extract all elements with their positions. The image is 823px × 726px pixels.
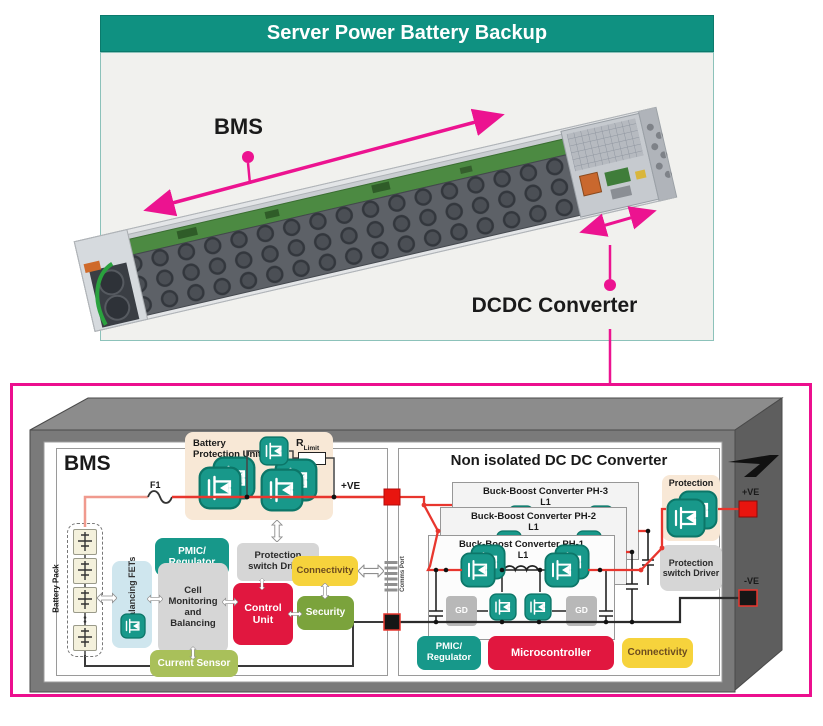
page-title: Server Power Battery Backup: [100, 15, 714, 52]
battery-protection-unit-label: Battery Protection Unit: [193, 438, 262, 460]
battery-cell-glyphs: [78, 532, 92, 647]
fuse-icon: [147, 490, 173, 504]
connectivity-box-dcdc: Connectivity: [622, 638, 693, 668]
buck-boost-ph1-title: Buck-Boost Converter PH-1: [458, 539, 585, 550]
negative-node: [383, 613, 401, 631]
buck-boost-ph3-title: Buck-Boost Converter PH-3: [482, 486, 609, 497]
bms-section-title: BMS: [64, 452, 111, 475]
control-unit-box: Control Unit: [233, 583, 293, 645]
dcdc-section-title: Non isolated DC DC Converter: [450, 452, 668, 469]
mosfet-icon: [544, 552, 580, 588]
pink-annotations: [143, 108, 657, 384]
capacitor-icon: [626, 552, 638, 622]
negative-return-wire: [400, 596, 739, 624]
bms-callout-label: BMS: [214, 114, 263, 139]
ph1-schematic: [429, 544, 613, 622]
negative-terminal: [738, 589, 758, 607]
r-limit-label: RLimit: [296, 433, 319, 452]
cell-monitoring-box: Cell Monitoring and Balancing: [158, 563, 228, 653]
mosfet-icon: [524, 593, 552, 621]
dcdc-positive-label: +VE: [742, 487, 760, 497]
capacitor-icon: [642, 531, 654, 585]
ph2-inductor-label: L1: [528, 522, 539, 532]
bms-positive-label: +VE: [341, 481, 361, 492]
r-limit-sub: Limit: [303, 445, 320, 453]
dcdc-span-arrow: [579, 206, 657, 237]
pmic-regulator-box-dcdc: PMIC/ Regulator: [417, 636, 481, 670]
ph1-inductor-label: L1: [517, 550, 529, 560]
protection-switch-driver-box-dcdc: Protection switch Driver: [660, 545, 722, 591]
bms-span-arrow: [143, 108, 505, 217]
ph3-inductor-label: L1: [540, 497, 551, 507]
hook-icon: [728, 455, 779, 477]
comms-port-icon: [384, 561, 398, 592]
r-limit-base: R: [296, 437, 304, 449]
connectivity-box-bms: Connectivity: [292, 556, 358, 586]
microcontroller-box: Microcontroller: [488, 636, 614, 670]
capacitor-icon: [429, 570, 443, 622]
mosfet-icon: [460, 552, 496, 588]
mosfet-icon: [198, 436, 318, 512]
dcdc-callout-label: DCDC Converter: [471, 294, 638, 317]
inductor-icon: [503, 564, 539, 573]
dcdc-negative-label: -VE: [744, 576, 760, 586]
buck-boost-ph2-title: Buck-Boost Converter PH-2: [470, 511, 597, 522]
current-sensor-box: Current Sensor: [150, 650, 238, 677]
security-box: Security: [297, 596, 354, 630]
fuse-label: F1: [150, 480, 161, 490]
capacitor-icon: [599, 570, 613, 622]
positive-node: [383, 488, 401, 506]
mosfet-icon: [120, 613, 146, 639]
bms-callout-dot: [242, 151, 254, 163]
dcdc-callout-dot: [604, 279, 616, 291]
positive-terminal: [738, 500, 758, 518]
mosfet-icon: [489, 593, 517, 621]
mosfet-icon: [666, 498, 706, 538]
